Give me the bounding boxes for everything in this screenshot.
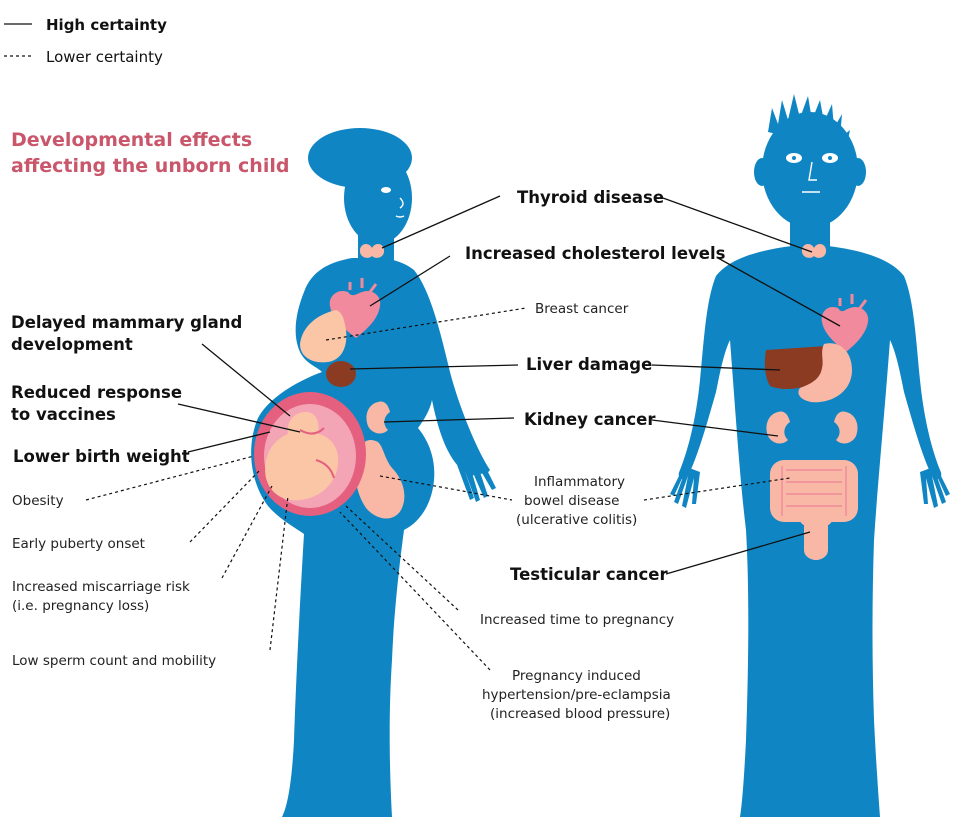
man-pupil-right [828,156,832,160]
legend: High certainty Lower certainty [4,16,167,66]
man-figure [670,94,950,817]
legend-high-certainty: High certainty [46,16,167,34]
label-breast-cancer: Breast cancer [535,301,629,317]
man-ear-right [850,158,866,186]
woman-hand [456,460,496,502]
label-ibd-line-3: (ulcerative colitis) [516,512,637,528]
label-obesity: Obesity [12,493,64,509]
label-vaccines-line-1: Reduced response [11,383,182,402]
man-left-hand [670,466,700,508]
legend-lower-certainty: Lower certainty [46,48,163,66]
label-hypertension-line-3: (increased blood pressure) [490,706,670,722]
line-mammary [202,344,290,416]
pregnant-woman-figure [251,128,496,817]
label-vaccines-line-2: to vaccines [11,405,116,424]
man-bladder-organ [800,512,832,528]
woman-body [251,258,490,817]
label-miscarriage-line-1: Increased miscarriage risk [12,579,190,595]
label-sperm: Low sperm count and mobility [12,653,216,669]
section-heading: Developmental effects affecting the unbo… [11,129,289,177]
woman-liver-organ [326,361,356,387]
line-puberty [190,470,260,542]
heading-line-2: affecting the unborn child [11,155,289,177]
man-right-hand [920,466,950,508]
label-mammary-line-2: development [11,335,133,354]
man-pupil-left [792,156,796,160]
label-cholesterol: Increased cholesterol levels [465,244,726,263]
label-hypertension-line-1: Pregnancy induced [512,668,641,684]
label-liver: Liver damage [526,355,652,374]
label-hypertension-line-2: hypertension/pre-eclampsia [482,687,671,703]
label-ibd-line-1: Inflammatory [534,474,625,490]
label-puberty: Early puberty onset [12,536,145,552]
label-testicular: Testicular cancer [510,565,668,584]
label-time-to-pregnancy: Increased time to pregnancy [480,612,674,628]
label-ibd-line-2: bowel disease [524,493,620,509]
label-birth-weight: Lower birth weight [13,447,190,466]
label-miscarriage-line-2: (i.e. pregnancy loss) [12,598,149,614]
heading-line-1: Developmental effects [11,129,252,151]
man-ear-left [754,158,770,186]
label-thyroid: Thyroid disease [517,188,664,207]
label-kidney: Kidney cancer [524,410,656,429]
label-mammary-line-1: Delayed mammary gland [11,313,242,332]
woman-eye [381,187,391,193]
